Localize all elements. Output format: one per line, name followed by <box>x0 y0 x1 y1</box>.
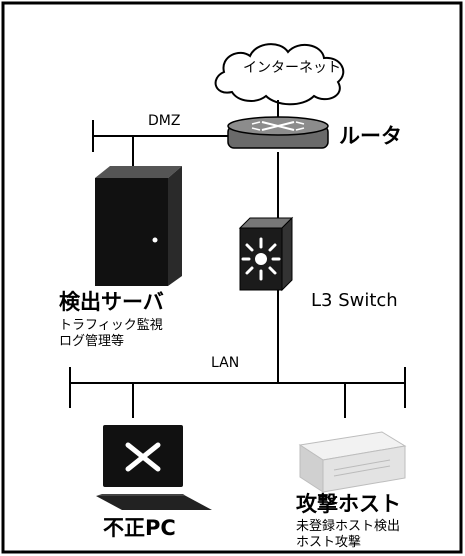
server-tower-icon <box>95 166 182 286</box>
attack-host-title: 攻撃ホスト <box>296 494 401 515</box>
detection-server-title: 検出サーバ <box>59 292 164 313</box>
attack-host-icon <box>300 432 405 492</box>
router-label: ルータ <box>339 126 402 147</box>
detection-server-desc-2: ログ管理等 <box>59 334 124 349</box>
detection-server-desc-1: トラフィック監視 <box>59 318 163 333</box>
attack-host-desc-1: 未登録ホスト検出 <box>296 519 400 534</box>
l3-switch-label: L3 Switch <box>311 292 398 310</box>
l3-switch-icon <box>240 218 292 290</box>
internet-label: インターネット <box>243 61 341 75</box>
attack-host-desc-2: ホスト攻撃 <box>296 535 361 550</box>
lan-label: LAN <box>211 356 239 370</box>
router-icon <box>228 117 328 148</box>
dmz-label: DMZ <box>148 114 180 128</box>
laptop-icon <box>96 425 212 510</box>
illegal-pc-title: 不正PC <box>103 518 176 539</box>
